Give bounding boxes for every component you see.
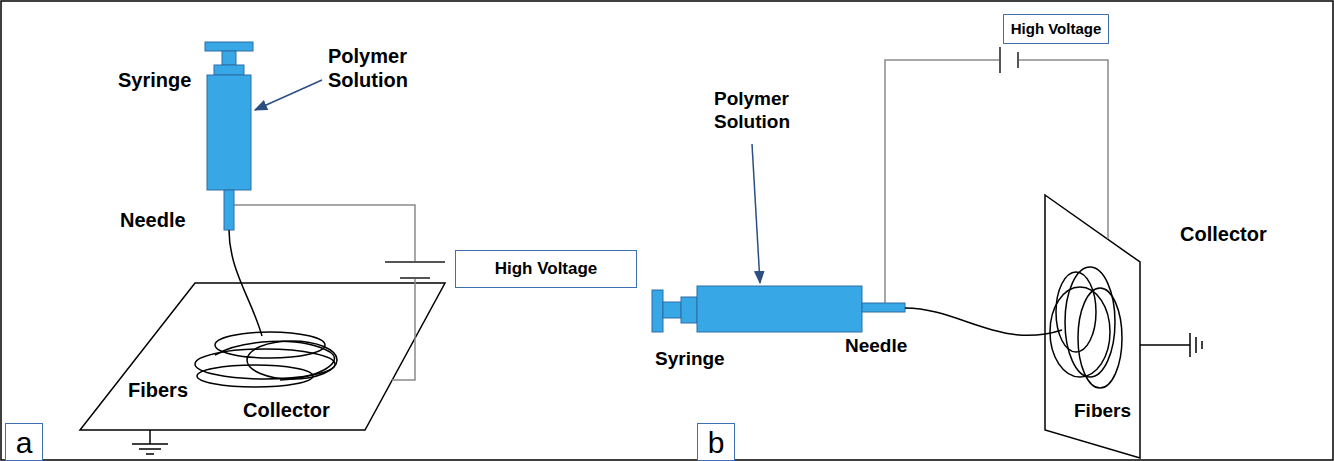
- fiber-strand: [229, 230, 262, 336]
- ground-bar: [132, 443, 168, 445]
- plunger-head: [214, 65, 244, 75]
- voltage-label-box: High Voltage: [1003, 14, 1109, 44]
- fiber-loop: [215, 341, 334, 380]
- part-label: Fibers: [128, 378, 188, 402]
- needle-shape: [224, 190, 234, 230]
- wire-segment: [1018, 60, 1108, 239]
- ground-stem: [1140, 344, 1190, 346]
- collector-plate: [1045, 195, 1140, 458]
- ground-bar: [1195, 337, 1197, 353]
- battery-plate: [385, 261, 445, 263]
- part-label: Syringe: [655, 348, 725, 371]
- node-text: High Voltage: [1011, 21, 1102, 38]
- collector-plate: [80, 283, 445, 430]
- syringe-symbol: [652, 286, 905, 332]
- fiber-loop: [215, 332, 325, 358]
- circuit-wire: [885, 60, 1108, 303]
- fiber-loop: [1078, 288, 1122, 388]
- part-label: Fibers: [1074, 400, 1131, 423]
- part-label: Polymer Solution: [328, 44, 408, 92]
- plunger-cap: [205, 42, 253, 51]
- fiber-jet: [905, 267, 1122, 388]
- syringe-barrel: [697, 286, 862, 332]
- leader-arrow: [752, 144, 760, 283]
- battery-symbol: [385, 262, 445, 278]
- ground-symbol: [132, 430, 168, 454]
- wire-segment: [234, 205, 415, 262]
- wire-segment: [885, 60, 1000, 303]
- plunger-stem: [222, 51, 236, 65]
- fiber-loop: [1056, 272, 1096, 352]
- syringe-symbol: [205, 42, 253, 230]
- node-text: High Voltage: [495, 260, 598, 279]
- ground-bar: [139, 448, 161, 450]
- wire-segment: [392, 278, 415, 380]
- node-text: b: [708, 426, 725, 459]
- battery-symbol: [1000, 47, 1018, 73]
- plunger-head: [681, 297, 697, 323]
- ground-stem: [149, 430, 151, 444]
- fiber-loop: [247, 341, 337, 379]
- node-text: a: [16, 426, 33, 459]
- plunger-cap: [652, 290, 663, 332]
- part-label: Needle: [845, 335, 907, 358]
- syringe-barrel: [207, 75, 251, 190]
- circuit-wire: [234, 205, 415, 380]
- battery-plate: [999, 47, 1001, 73]
- part-label: Collector: [1180, 222, 1267, 246]
- battery-plate: [1017, 52, 1019, 68]
- part-label: Needle: [120, 208, 186, 232]
- leader-arrow: [255, 80, 322, 110]
- panel-letter-box: a: [5, 423, 43, 461]
- part-label: Syringe: [118, 68, 191, 92]
- panel-letter-box: b: [697, 423, 735, 461]
- needle-shape: [862, 303, 905, 312]
- fiber-strand: [905, 308, 1062, 335]
- voltage-label-box: High Voltage: [455, 250, 637, 288]
- ground-bar: [1201, 341, 1203, 349]
- fiber-jet: [195, 230, 337, 387]
- ground-bar: [146, 453, 154, 455]
- ground-bar: [1189, 333, 1191, 357]
- ground-symbol: [1140, 333, 1202, 357]
- part-label: Polymer Solution: [714, 88, 790, 134]
- fiber-loop: [197, 365, 313, 387]
- battery-plate: [400, 277, 430, 279]
- plunger-stem: [663, 302, 681, 318]
- part-label: Collector: [243, 398, 330, 422]
